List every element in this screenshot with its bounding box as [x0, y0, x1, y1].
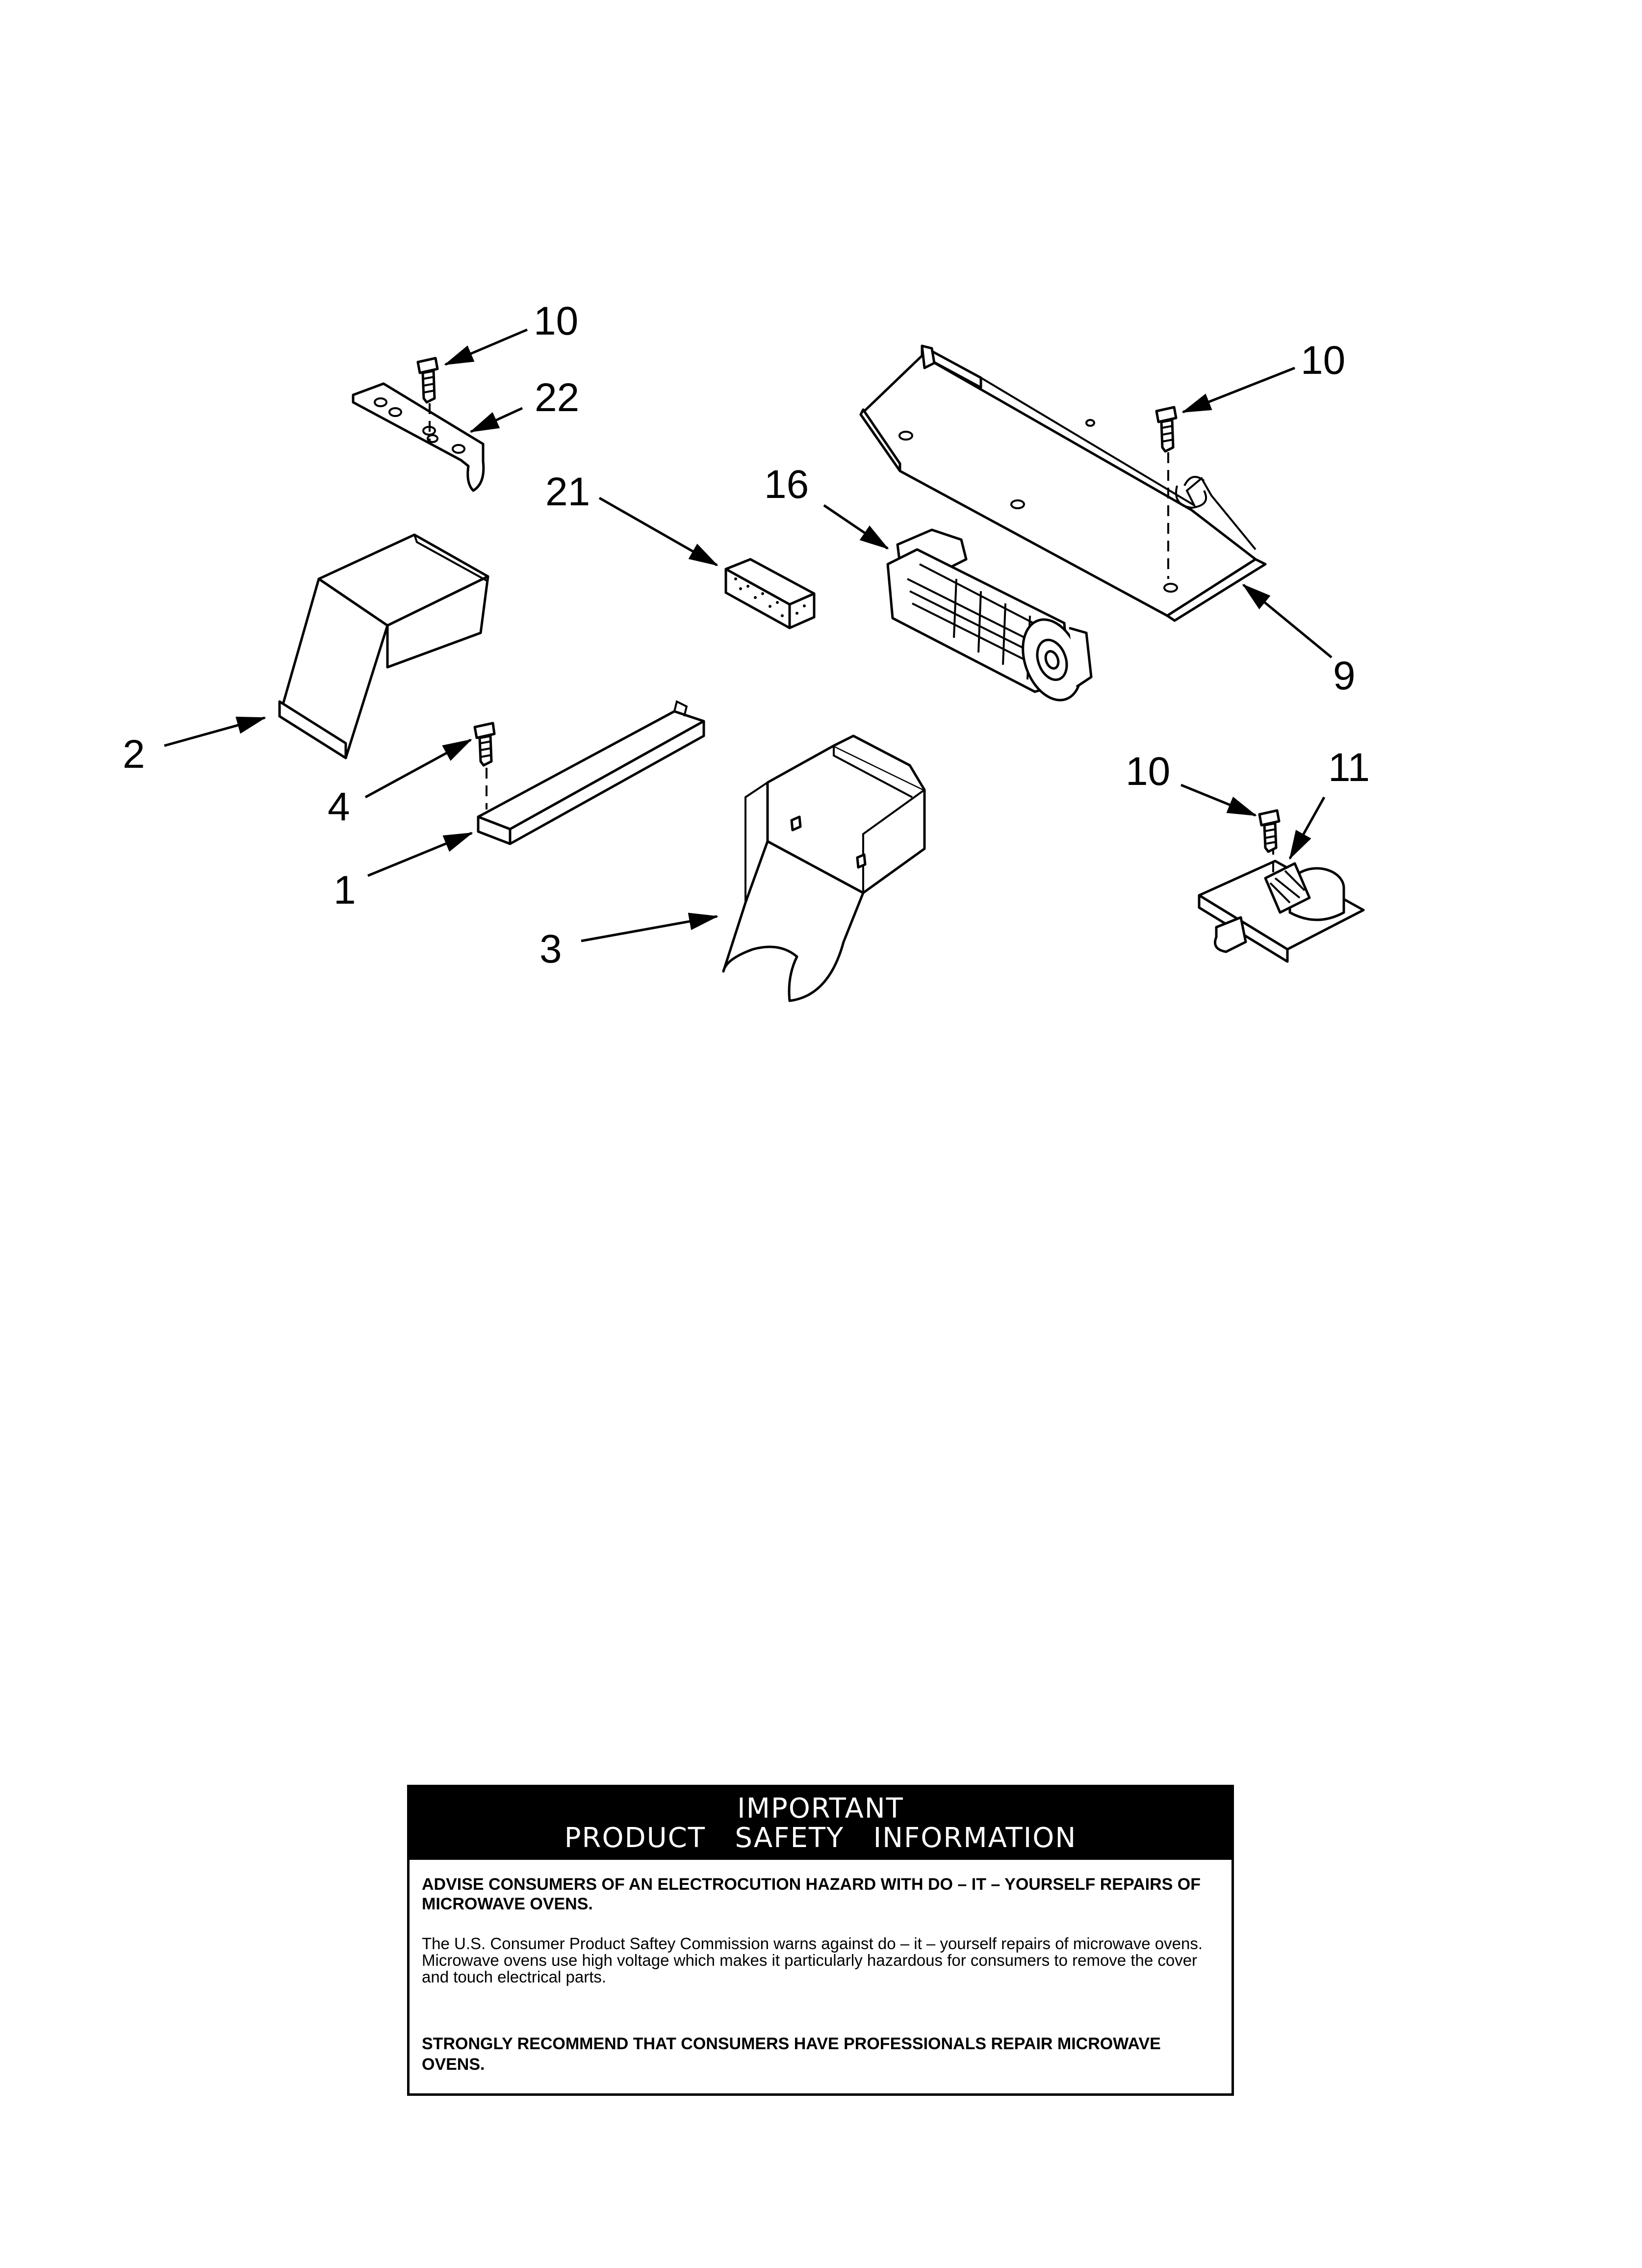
callout-10-top-right: 10 [1301, 338, 1345, 383]
safety-header: IMPORTANT PRODUCT SAFETY INFORMATION [410, 1787, 1232, 1860]
foam-block-part-21 [724, 558, 816, 629]
screw-part-4 [473, 722, 496, 809]
cover-part-3 [722, 734, 926, 1002]
leader-lines [164, 328, 1333, 942]
switch-bracket-part-11 [1198, 844, 1365, 963]
bar-part-1 [477, 700, 705, 845]
callout-numbers: 10 22 10 21 16 2 9 4 10 11 1 3 [123, 299, 1370, 971]
callout-2: 2 [123, 732, 145, 777]
screw-part-10-top-right [1155, 406, 1178, 579]
callout-1: 1 [334, 868, 356, 912]
callout-22: 22 [535, 375, 579, 420]
channel-part-9 [859, 344, 1267, 622]
callout-21: 21 [545, 469, 590, 514]
callout-10-top-left: 10 [534, 299, 578, 343]
callout-3: 3 [539, 927, 562, 971]
safety-header-subtitle: PRODUCT SAFETY INFORMATION [564, 1822, 1077, 1854]
duct-cover-part-2 [278, 533, 489, 759]
safety-recommend-text: STRONGLY RECOMMEND THAT CONSUMERS HAVE P… [422, 2034, 1161, 2074]
callout-11: 11 [1328, 745, 1370, 790]
safety-information-box: IMPORTANT PRODUCT SAFETY INFORMATION ADV… [407, 1785, 1234, 2096]
callout-4: 4 [328, 784, 350, 829]
blower-motor-part-16 [886, 528, 1093, 702]
screw-part-10-bottom-right [1258, 809, 1281, 853]
safety-advise-text: ADVISE CONSUMERS OF AN ELECTROCUTION HAZ… [422, 1875, 1201, 1913]
safety-body-text: The U.S. Consumer Product Saftey Commiss… [422, 1934, 1203, 1986]
screw-part-10-top-left [416, 357, 439, 442]
callout-10-bottom-right: 10 [1126, 749, 1170, 794]
bracket-part-22 [352, 382, 485, 492]
callout-16: 16 [764, 462, 809, 507]
safety-header-title: IMPORTANT [737, 1793, 904, 1825]
callout-9: 9 [1333, 653, 1356, 698]
